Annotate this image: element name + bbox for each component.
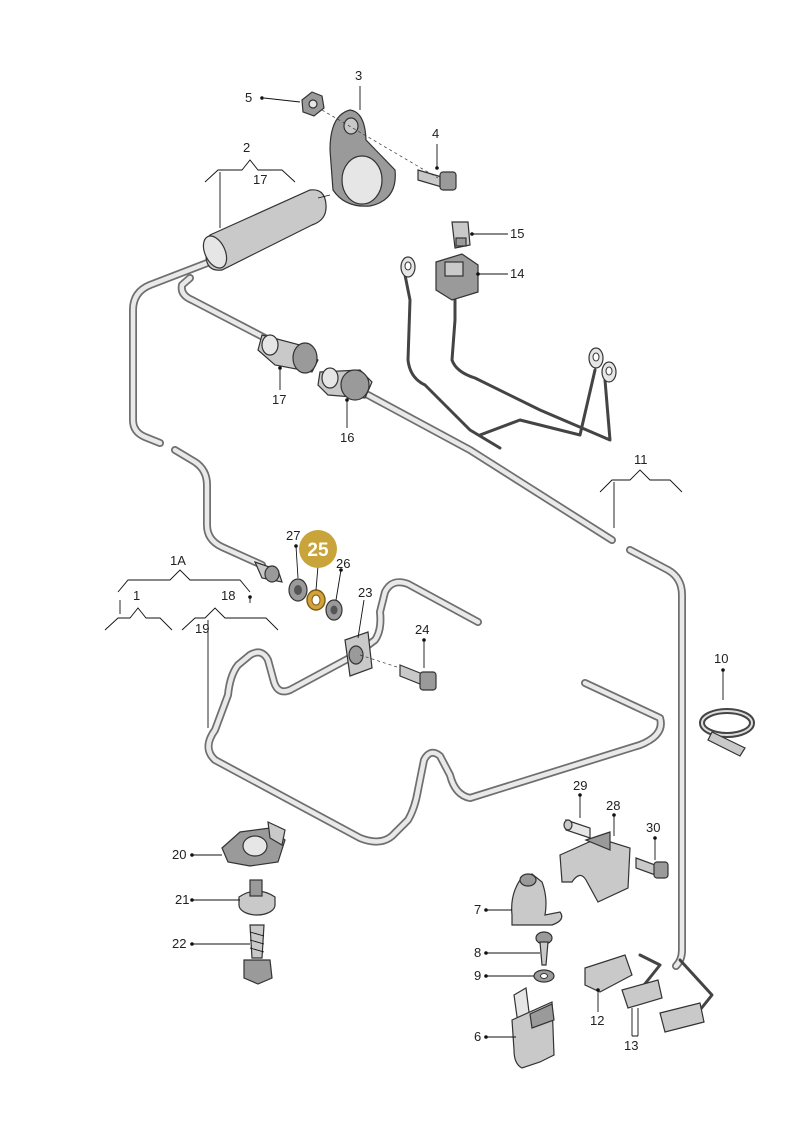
callout-7[interactable]: 7	[474, 902, 481, 917]
highlight-label: 25	[307, 540, 329, 561]
nut-5[interactable]	[301, 91, 325, 117]
pin-29[interactable]	[563, 819, 591, 839]
callout-2[interactable]: 2	[243, 140, 250, 155]
screw-8[interactable]	[535, 931, 553, 966]
connector-16[interactable]	[317, 367, 373, 401]
holder-28[interactable]	[559, 831, 631, 903]
callout-17[interactable]: 17	[272, 392, 286, 407]
rubber-mount-7[interactable]	[511, 873, 563, 926]
callout-1A[interactable]: 1A	[170, 553, 186, 568]
holder-bracket[interactable]	[329, 109, 396, 207]
connector-13b[interactable]	[659, 1002, 705, 1033]
callout-17-top[interactable]: 17	[253, 172, 267, 187]
bracket-23[interactable]	[344, 631, 373, 677]
leader-lines	[104, 86, 725, 1039]
callout-24[interactable]: 24	[415, 622, 429, 637]
washer-9[interactable]	[533, 969, 555, 983]
callout-4[interactable]: 4	[432, 126, 439, 141]
highlight-badge[interactable]: 25	[299, 530, 337, 568]
callout-22[interactable]: 22	[172, 936, 186, 951]
grommet-21[interactable]	[238, 879, 276, 916]
hose-assembly	[129, 256, 686, 970]
callout-27[interactable]: 27	[286, 528, 300, 543]
wiring-harness	[403, 273, 714, 1012]
cable-tie-10[interactable]	[699, 708, 755, 757]
seal-26[interactable]	[325, 599, 343, 621]
callout-18[interactable]: 18	[221, 588, 235, 603]
callout-23[interactable]: 23	[358, 585, 372, 600]
screw-22[interactable]	[243, 924, 273, 985]
seal-27[interactable]	[288, 578, 308, 602]
bolt-4[interactable]	[417, 169, 457, 191]
callout-21[interactable]: 21	[175, 892, 189, 907]
callout-15[interactable]: 15	[510, 226, 524, 241]
callout-labels: 3 5 4 2 17 15 14 17 16 11 27 26 1A 23 1 …	[133, 68, 728, 1053]
callout-3[interactable]: 3	[355, 68, 362, 83]
callout-12[interactable]: 12	[590, 1013, 604, 1028]
fuel-filter[interactable]	[199, 189, 331, 272]
ring-terminal-right-b[interactable]	[601, 361, 617, 383]
clip-20[interactable]	[221, 820, 286, 867]
bolt-24[interactable]	[399, 664, 437, 691]
callout-9[interactable]: 9	[474, 968, 481, 983]
callout-10[interactable]: 10	[714, 651, 728, 666]
highlight-circle	[299, 530, 337, 568]
screw-30[interactable]	[635, 857, 669, 879]
sensor-6[interactable]	[511, 987, 555, 1069]
callout-26[interactable]: 26	[336, 556, 350, 571]
callout-13[interactable]: 13	[624, 1038, 638, 1053]
callout-8[interactable]: 8	[474, 945, 481, 960]
connector-17[interactable]	[257, 334, 319, 374]
callout-28[interactable]: 28	[606, 798, 620, 813]
callout-11[interactable]: 11	[634, 452, 648, 467]
callout-30[interactable]: 30	[646, 820, 660, 835]
callout-16[interactable]: 16	[340, 430, 354, 445]
callout-20[interactable]: 20	[172, 847, 186, 862]
ring-terminal-right-a[interactable]	[588, 347, 604, 369]
seal-ring-25[interactable]	[306, 589, 326, 611]
callout-14[interactable]: 14	[510, 266, 524, 281]
callout-5[interactable]: 5	[245, 90, 252, 105]
fuse-holder-14[interactable]	[435, 253, 479, 301]
callout-6[interactable]: 6	[474, 1029, 481, 1044]
callout-1[interactable]: 1	[133, 588, 140, 603]
pipe-union[interactable]	[253, 560, 283, 583]
callout-19[interactable]: 19	[195, 621, 209, 636]
connector-12[interactable]	[584, 954, 633, 993]
ring-terminal-left[interactable]	[400, 256, 416, 278]
callout-29[interactable]: 29	[573, 778, 587, 793]
connector-13a[interactable]	[621, 979, 663, 1009]
fuse-15[interactable]	[451, 221, 471, 249]
